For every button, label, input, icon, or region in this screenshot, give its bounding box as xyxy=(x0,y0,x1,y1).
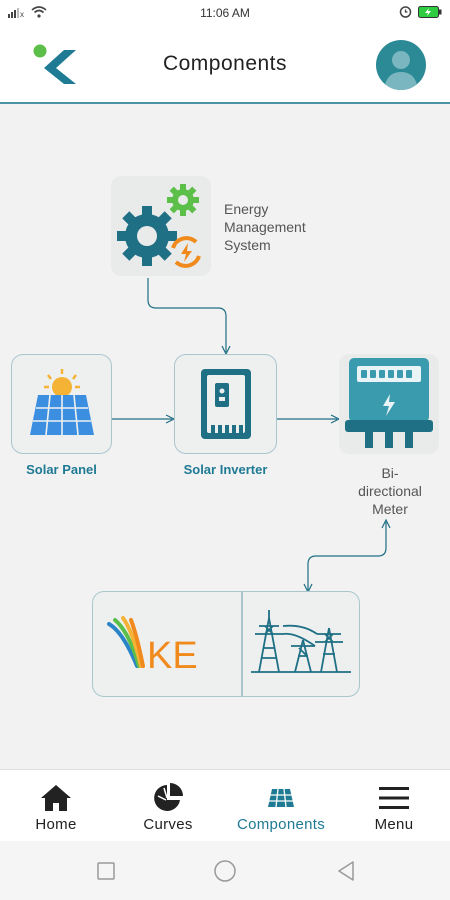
status-bar: x 11:06 AM xyxy=(0,0,450,26)
meter-icon xyxy=(345,358,433,448)
meter-label-line: Meter xyxy=(372,501,408,517)
app-logo-icon[interactable] xyxy=(30,42,80,86)
ems-label-line: Energy xyxy=(224,201,269,217)
solar-panel-icon xyxy=(30,369,94,436)
user-avatar-icon[interactable] xyxy=(376,40,426,90)
circle-home-icon[interactable] xyxy=(214,860,236,887)
gears-icon xyxy=(117,184,201,268)
ems-label-line: Management xyxy=(224,219,306,235)
grid-card-divider xyxy=(241,592,243,696)
meter-label: Bi- directional Meter xyxy=(350,464,430,518)
solar-inverter-node[interactable] xyxy=(174,354,277,454)
status-time: 11:06 AM xyxy=(200,6,250,20)
solar-grid-icon xyxy=(266,780,296,816)
grid-node[interactable]: KE xyxy=(92,591,360,697)
meter-label-line: Bi- xyxy=(381,465,399,481)
nav-curves[interactable]: Curves xyxy=(112,770,224,842)
ems-node[interactable] xyxy=(111,176,211,276)
pie-chart-icon xyxy=(152,780,184,816)
square-recents-icon[interactable] xyxy=(97,862,115,885)
ke-logo-icon: KE xyxy=(93,592,241,696)
header-divider xyxy=(0,102,450,104)
system-nav-bar xyxy=(0,841,450,900)
app-bar: Components xyxy=(0,26,450,104)
meter-node[interactable] xyxy=(339,354,439,454)
nav-curves-label: Curves xyxy=(143,816,193,833)
triangle-back-icon[interactable] xyxy=(337,861,355,886)
solar-panel-label: Solar Panel xyxy=(26,462,97,477)
ems-label-line: System xyxy=(224,237,271,253)
nav-home[interactable]: Home xyxy=(0,770,112,842)
svg-text:x: x xyxy=(20,10,24,18)
nav-menu-label: Menu xyxy=(374,816,414,833)
menu-icon xyxy=(378,780,410,816)
inverter-icon xyxy=(201,369,251,439)
solar-panel-node[interactable] xyxy=(11,354,112,454)
power-towers-icon xyxy=(243,592,359,696)
meter-label-line: directional xyxy=(358,483,422,499)
nav-components-label: Components xyxy=(236,816,326,833)
page-title: Components xyxy=(162,52,288,75)
alarm-icon xyxy=(399,5,412,21)
bottom-nav: Home Curves Components Menu xyxy=(0,769,450,841)
battery-charging-icon xyxy=(418,5,442,21)
nav-menu[interactable]: Menu xyxy=(338,770,450,842)
wifi-icon xyxy=(31,6,47,21)
nav-components[interactable]: Components xyxy=(224,770,338,842)
signal-icon: x xyxy=(8,6,26,21)
solar-inverter-label: Solar Inverter xyxy=(183,462,268,477)
home-icon xyxy=(39,780,73,816)
ke-logo-text: KE xyxy=(147,635,198,677)
ems-label: Energy Management System xyxy=(224,200,344,254)
nav-home-label: Home xyxy=(35,816,77,833)
